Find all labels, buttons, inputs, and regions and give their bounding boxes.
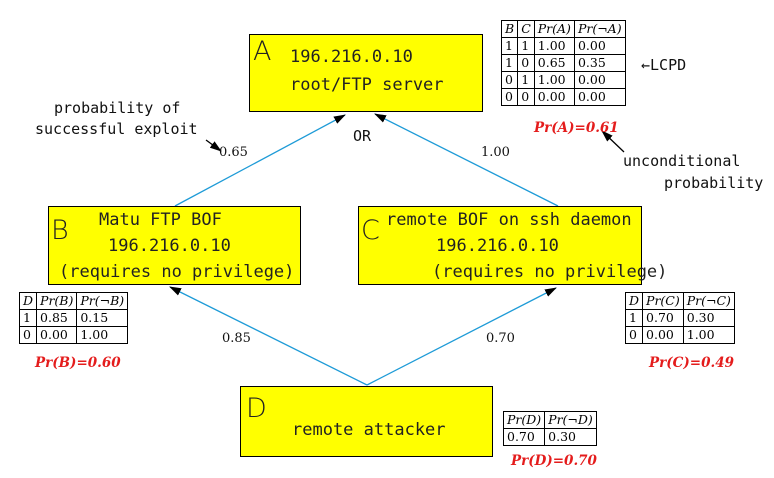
cpt-a-cell: 0 xyxy=(500,88,519,106)
node-b-privilege: (requires no privilege) xyxy=(59,262,295,282)
prob-d-label: Pr(D)=0.70 xyxy=(511,453,597,469)
cpt-a-cell: 0.00 xyxy=(573,71,626,89)
cpt-c-cell: 1.00 xyxy=(682,326,735,344)
cpt-d-cell: 0.30 xyxy=(544,428,597,446)
cpt-c-row: 1 0.70 0.30 xyxy=(624,309,735,327)
cpt-a-row: 0 1 1.00 0.00 xyxy=(500,71,626,89)
edge-c-to-a xyxy=(374,113,559,207)
cpt-d-cell: 0.70 xyxy=(502,428,546,446)
cpt-a-row: 0 0 0.00 0.00 xyxy=(500,88,626,106)
node-d: D remote attacker xyxy=(240,386,493,457)
uncond-annotation-line2: probability xyxy=(664,174,764,192)
cpt-table-a: B C Pr(A) Pr(¬A) 1 1 1.00 0.00 1 0 0.65 … xyxy=(500,20,626,106)
cpt-c-cell: 0 xyxy=(624,326,644,344)
cpt-a-cell: 1.00 xyxy=(533,71,575,89)
cpt-b-cell: 0.85 xyxy=(36,309,78,327)
cpt-a-cell: 0.00 xyxy=(573,88,626,106)
cpt-b-header-row: D Pr(B) Pr(¬B) xyxy=(18,292,129,310)
cpt-d-row: 0.70 0.30 xyxy=(502,428,597,446)
node-b: B Matu FTP BOF 196.216.0.10 (requires no… xyxy=(48,206,301,285)
exploit-annotation-line1: probability of xyxy=(54,99,181,117)
edge-d-to-b xyxy=(169,286,368,386)
cpt-a-cell: 0 xyxy=(517,54,535,72)
cpt-a-cell: 1.00 xyxy=(533,37,575,55)
prob-a-label: Pr(A)=0.61 xyxy=(534,120,619,136)
node-d-letter: D xyxy=(246,393,267,424)
cpt-a-cell: 1 xyxy=(517,71,535,89)
cpt-c-cell: 0.70 xyxy=(642,309,684,327)
cpt-b-cell: 0.15 xyxy=(76,309,129,327)
edge-label-d-to-b: 0.85 xyxy=(222,331,251,346)
prob-c-label: Pr(C)=0.49 xyxy=(649,355,734,371)
cpt-b-header-cell: Pr(¬B) xyxy=(76,292,129,310)
cpt-d-header-cell: Pr(¬D) xyxy=(544,411,597,429)
node-b-letter: B xyxy=(51,215,69,246)
edge-label-d-to-c: 0.70 xyxy=(486,331,515,346)
cpt-b-cell: 0.00 xyxy=(36,326,78,344)
cpt-c-header-cell: Pr(C) xyxy=(642,292,684,310)
cpt-b-row: 0 0.00 1.00 xyxy=(18,326,129,344)
cpt-c-cell: 0.30 xyxy=(682,309,735,327)
cpt-b-header-cell: Pr(B) xyxy=(36,292,78,310)
cpt-table-d: Pr(D) Pr(¬D) 0.70 0.30 xyxy=(502,411,597,446)
cpt-a-cell: 0.00 xyxy=(533,88,575,106)
cpt-a-header-cell: Pr(¬A) xyxy=(573,20,626,38)
cpt-b-cell: 1.00 xyxy=(76,326,129,344)
cpt-a-cell: 1 xyxy=(500,37,519,55)
node-c: C remote BOF on ssh daemon 196.216.0.10 … xyxy=(358,206,667,285)
cpt-a-header-row: B C Pr(A) Pr(¬A) xyxy=(500,20,626,38)
node-c-name: remote BOF on ssh daemon xyxy=(386,210,632,230)
edge-label-b-to-a: 0.65 xyxy=(219,145,248,160)
cpt-table-c: D Pr(C) Pr(¬C) 1 0.70 0.30 0 0.00 1.00 xyxy=(624,292,735,344)
cpt-c-header-cell: Pr(¬C) xyxy=(682,292,735,310)
cpt-d-header-row: Pr(D) Pr(¬D) xyxy=(502,411,597,429)
cpt-a-row: 1 0 0.65 0.35 xyxy=(500,54,626,72)
cpt-a-header-cell: B xyxy=(500,20,519,38)
node-a-role: root/FTP server xyxy=(290,75,444,95)
node-a-ip: 196.216.0.10 xyxy=(290,47,413,67)
cpt-table-b: D Pr(B) Pr(¬B) 1 0.85 0.15 0 0.00 1.00 xyxy=(18,292,129,344)
node-c-privilege: (requires no privilege) xyxy=(432,262,668,282)
uncond-annotation-line1: unconditional xyxy=(623,152,741,170)
node-c-letter: C xyxy=(361,215,380,246)
edge-label-c-to-a: 1.00 xyxy=(481,145,510,160)
or-label: OR xyxy=(353,127,372,145)
node-a: A 196.216.0.10 root/FTP server xyxy=(249,34,483,112)
cpt-a-header-cell: Pr(A) xyxy=(533,20,575,38)
cpt-c-cell: 0.00 xyxy=(642,326,684,344)
cpt-a-row: 1 1 1.00 0.00 xyxy=(500,37,626,55)
node-a-letter: A xyxy=(253,36,272,67)
cpt-a-cell: 1 xyxy=(500,54,519,72)
cpt-b-header-cell: D xyxy=(18,292,38,310)
cpt-a-cell: 0 xyxy=(500,71,519,89)
cpt-c-cell: 1 xyxy=(624,309,644,327)
node-b-name: Matu FTP BOF xyxy=(99,210,222,230)
cpt-a-cell: 1 xyxy=(517,37,535,55)
node-c-ip: 196.216.0.10 xyxy=(436,236,559,256)
exploit-pointer-arrow xyxy=(205,139,222,152)
cpt-c-header-cell: D xyxy=(624,292,644,310)
cpt-b-cell: 1 xyxy=(18,309,38,327)
uncond-pointer-arrow xyxy=(601,130,625,153)
cpt-b-cell: 0 xyxy=(18,326,38,344)
cpt-a-cell: 0 xyxy=(517,88,535,106)
cpt-c-row: 0 0.00 1.00 xyxy=(624,326,735,344)
cpt-a-cell: 0.00 xyxy=(573,37,626,55)
cpt-b-row: 1 0.85 0.15 xyxy=(18,309,129,327)
prob-b-label: Pr(B)=0.60 xyxy=(35,355,121,371)
cpt-a-header-cell: C xyxy=(517,20,535,38)
lcpd-label: ←LCPD xyxy=(641,56,687,74)
cpt-a-cell: 0.65 xyxy=(533,54,575,72)
edge-d-to-c xyxy=(366,287,557,386)
cpt-d-header-cell: Pr(D) xyxy=(502,411,546,429)
node-d-name: remote attacker xyxy=(292,420,446,440)
edge-b-to-a xyxy=(174,114,346,207)
cpt-a-cell: 0.35 xyxy=(573,54,626,72)
exploit-annotation-line2: successful exploit xyxy=(35,120,198,138)
cpt-c-header-row: D Pr(C) Pr(¬C) xyxy=(624,292,735,310)
node-b-ip: 196.216.0.10 xyxy=(108,236,231,256)
